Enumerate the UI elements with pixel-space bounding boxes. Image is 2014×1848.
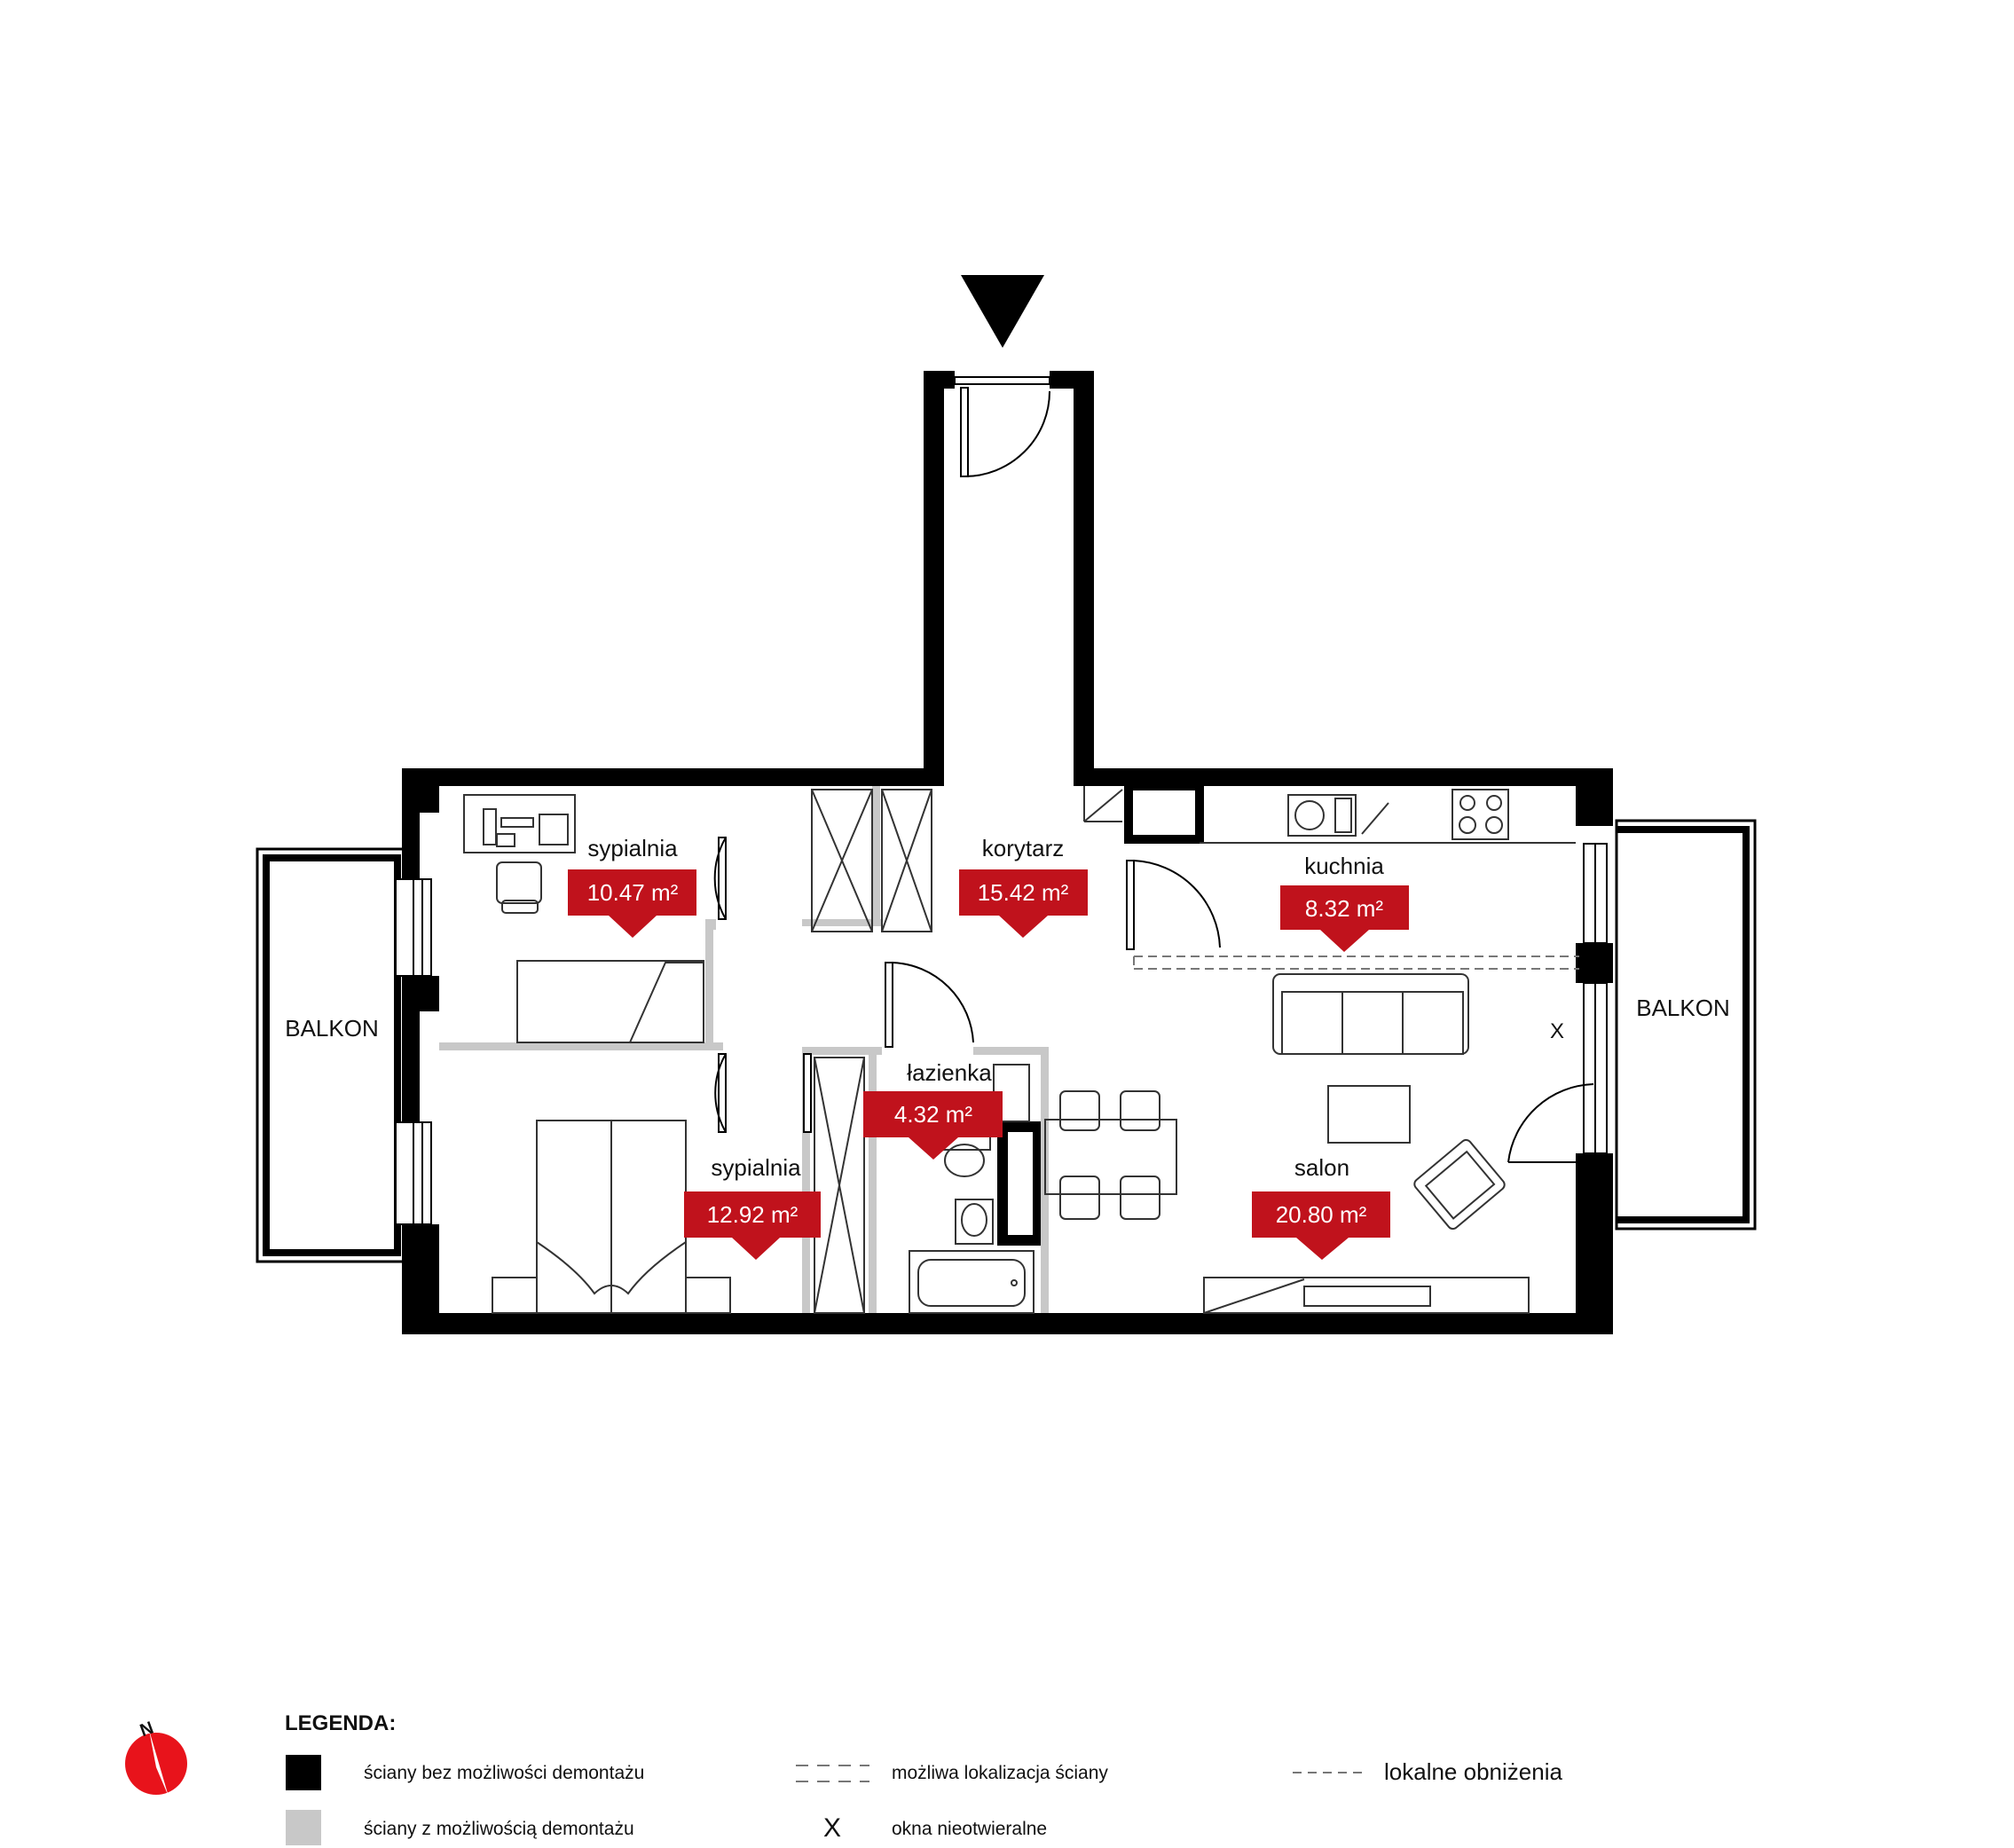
room-name: sypialnia (587, 835, 678, 861)
area-badge (1252, 1191, 1390, 1260)
room-korytarz: korytarz 15.42 m² (959, 835, 1088, 938)
svg-text:N: N (138, 1718, 156, 1742)
room-salon: salon 20.80 m² (1252, 1154, 1390, 1260)
legend-item-label: okna nieotwieralne (892, 1819, 1047, 1839)
legend-item-label: ściany bez możliwości demontażu (364, 1763, 644, 1783)
fixed-window-mark: X (1550, 1019, 1564, 1043)
grey-square-icon (286, 1810, 321, 1845)
room-kuchnia: kuchnia 8.32 m² (1280, 853, 1409, 952)
double-dashed-line-icon (796, 1765, 869, 1782)
legend-item-label: lokalne obniżenia (1384, 1758, 1562, 1785)
structural-walls (402, 371, 1613, 1334)
north-compass-icon: N (125, 1718, 187, 1797)
room-sypialnia-1: sypialnia 10.47 m² (568, 835, 696, 938)
legend-item-label: ściany z możliwością demontażu (364, 1819, 634, 1839)
triangle-down-icon (961, 275, 1044, 348)
doors (713, 387, 1594, 1163)
area-badge (959, 869, 1088, 938)
room-area: 20.80 m² (1276, 1201, 1367, 1228)
room-area: 10.47 m² (587, 879, 679, 906)
x-mark-icon: X (823, 1813, 841, 1843)
room-name: salon (1294, 1154, 1349, 1181)
room-name: sypialnia (711, 1154, 801, 1181)
windows (395, 376, 1608, 1225)
legend: LEGENDA: ściany bez możliwości demontażu… (285, 1711, 1562, 1845)
room-lazienka: łazienka 4.32 m² (863, 1059, 1003, 1160)
balcony-left (256, 847, 408, 1263)
balcony-label-left: BALKON (285, 1015, 379, 1042)
legend-title: LEGENDA: (285, 1711, 396, 1735)
balcony-label-right: BALKON (1636, 995, 1730, 1021)
area-badge (684, 1191, 821, 1260)
area-badge (568, 869, 696, 938)
room-name: kuchnia (1304, 853, 1384, 879)
room-area: 4.32 m² (894, 1101, 972, 1128)
room-area: 12.92 m² (707, 1201, 799, 1228)
legend-item-label: możliwa lokalizacja ściany (892, 1763, 1108, 1783)
dashed-lines (1133, 955, 1579, 970)
room-area: 15.42 m² (978, 879, 1069, 906)
balcony-right (1615, 819, 1757, 1231)
area-badge (863, 1091, 1003, 1160)
furniture (463, 786, 1576, 1314)
room-area: 8.32 m² (1305, 895, 1383, 922)
room-sypialnia-2: sypialnia 12.92 m² (684, 1154, 821, 1260)
black-square-icon (286, 1755, 321, 1790)
area-badge (1280, 885, 1409, 952)
room-name: korytarz (982, 835, 1064, 861)
room-name: łazienka (907, 1059, 992, 1086)
